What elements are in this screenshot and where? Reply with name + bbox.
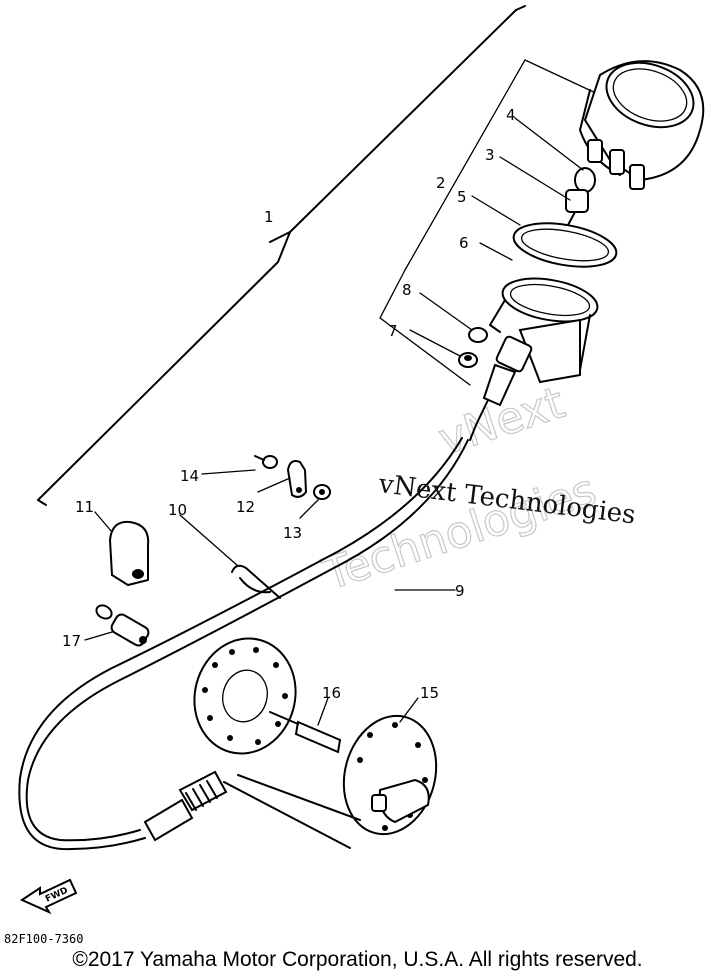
meter-group-lines bbox=[379, 59, 601, 386]
callout-10: 10 bbox=[168, 501, 187, 519]
callout-6: 6 bbox=[459, 234, 469, 252]
callout-15: 15 bbox=[420, 684, 439, 702]
callout-2: 2 bbox=[436, 174, 446, 192]
nut-13 bbox=[313, 484, 331, 500]
callout-5: 5 bbox=[457, 188, 467, 206]
cable-clamp-10 bbox=[231, 564, 281, 599]
callout-13: 13 bbox=[283, 524, 302, 542]
callout-16: 16 bbox=[322, 684, 341, 702]
meter-bracket bbox=[518, 318, 581, 384]
callout-1: 1 bbox=[264, 208, 274, 226]
callout-3: 3 bbox=[485, 146, 495, 164]
callout-4: 4 bbox=[506, 106, 516, 124]
bulb-and-socket bbox=[559, 167, 596, 241]
clamp-12 bbox=[286, 460, 308, 498]
fwd-arrow-icon: FWD bbox=[19, 878, 78, 915]
meter-rings bbox=[489, 222, 618, 376]
speedometer-head bbox=[579, 60, 705, 190]
plug-17 bbox=[95, 604, 150, 647]
cable-lower-end bbox=[143, 770, 361, 849]
callout-9: 9 bbox=[455, 582, 465, 600]
callout-8: 8 bbox=[402, 281, 412, 299]
callout-14: 14 bbox=[180, 467, 199, 485]
shaft-16 bbox=[269, 711, 342, 754]
cable-upper-end bbox=[469, 335, 533, 441]
gear-unit-15 bbox=[342, 714, 438, 836]
callout-11: 11 bbox=[75, 498, 94, 516]
nut-8 bbox=[468, 327, 488, 343]
clamp-11 bbox=[108, 520, 150, 587]
washer-7 bbox=[458, 352, 478, 368]
copyright-notice: ©2017 Yamaha Motor Corporation, U.S.A. A… bbox=[72, 948, 643, 971]
callout-17: 17 bbox=[62, 632, 81, 650]
diagram-code: 82F100-7360 bbox=[4, 932, 83, 945]
hub-disc bbox=[193, 637, 297, 755]
assembly-bracket bbox=[37, 5, 526, 506]
leader-lines bbox=[84, 117, 584, 726]
callout-12: 12 bbox=[236, 498, 255, 516]
callout-7: 7 bbox=[388, 322, 398, 340]
bolt-14 bbox=[254, 455, 278, 469]
speedometer-cable bbox=[18, 437, 469, 851]
diagram-canvas: vNext Technologies bbox=[4, 5, 705, 945]
